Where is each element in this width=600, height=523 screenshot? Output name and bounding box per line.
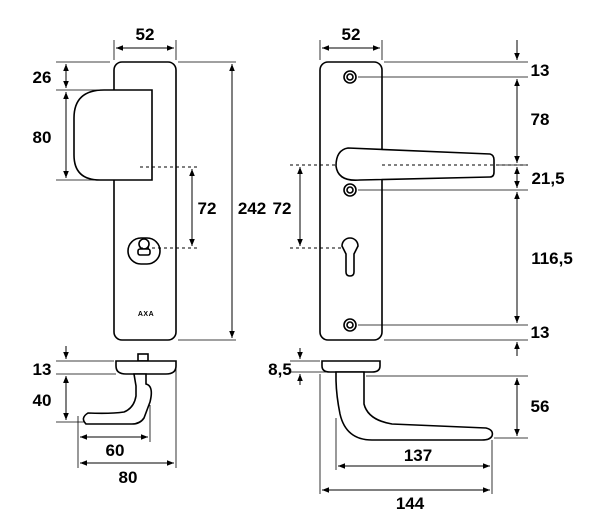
dim-left-top-offset: 26 <box>33 68 52 87</box>
dim-left-plate-height: 242 <box>238 199 266 218</box>
dim-right-handle-to-screw: 21,5 <box>531 169 564 188</box>
dim-right-side-thickness: 8,5 <box>268 360 292 379</box>
brand-logo-text: AXA <box>138 311 154 318</box>
dim-right-center-distance: 72 <box>273 199 292 218</box>
dim-left-reach-outer: 80 <box>119 468 138 487</box>
euro-cylinder-keyhole <box>341 237 359 277</box>
top-screw-inner <box>346 73 354 81</box>
dim-left-center-distance: 72 <box>198 199 217 218</box>
dim-left-plate-width: 52 <box>136 25 155 44</box>
dim-right-handle-length-outer: 144 <box>396 494 425 513</box>
right-side-lever <box>335 371 494 441</box>
dim-right-bottom-screw-offset: 13 <box>531 323 550 342</box>
dim-left-guard-height: 80 <box>33 128 52 147</box>
dim-right-top-to-screw: 13 <box>531 61 550 80</box>
dim-left-side-depth: 40 <box>33 391 52 410</box>
lever-handle <box>335 147 495 182</box>
bottom-screw-inner <box>346 321 354 329</box>
left-side-rose <box>115 360 177 375</box>
dim-right-handle-length-inner: 137 <box>404 446 432 465</box>
dim-right-handle-drop: 56 <box>531 397 550 416</box>
right-escutcheon-plate <box>319 61 383 341</box>
left-front-view: AXA 52 26 80 72 242 <box>33 25 266 341</box>
middle-screw-inner <box>346 186 354 194</box>
right-side-rose <box>321 360 381 373</box>
right-side-view: 8,5 56 137 144 <box>268 348 549 513</box>
left-side-spindle <box>137 353 149 362</box>
left-side-handle <box>82 373 153 425</box>
dim-right-plate-width: 52 <box>342 25 361 44</box>
left-side-view: 13 40 60 80 <box>33 346 177 487</box>
dim-right-screw-to-handle: 78 <box>531 110 550 129</box>
right-front-view: 52 13 78 21,5 72 116,5 13 <box>273 25 573 356</box>
dim-left-reach-inner: 60 <box>106 441 125 460</box>
dim-left-side-thickness: 13 <box>33 360 52 379</box>
dim-right-screw-to-bottom-screw: 116,5 <box>531 249 573 268</box>
cylinder-keyhole-slot <box>137 248 151 256</box>
